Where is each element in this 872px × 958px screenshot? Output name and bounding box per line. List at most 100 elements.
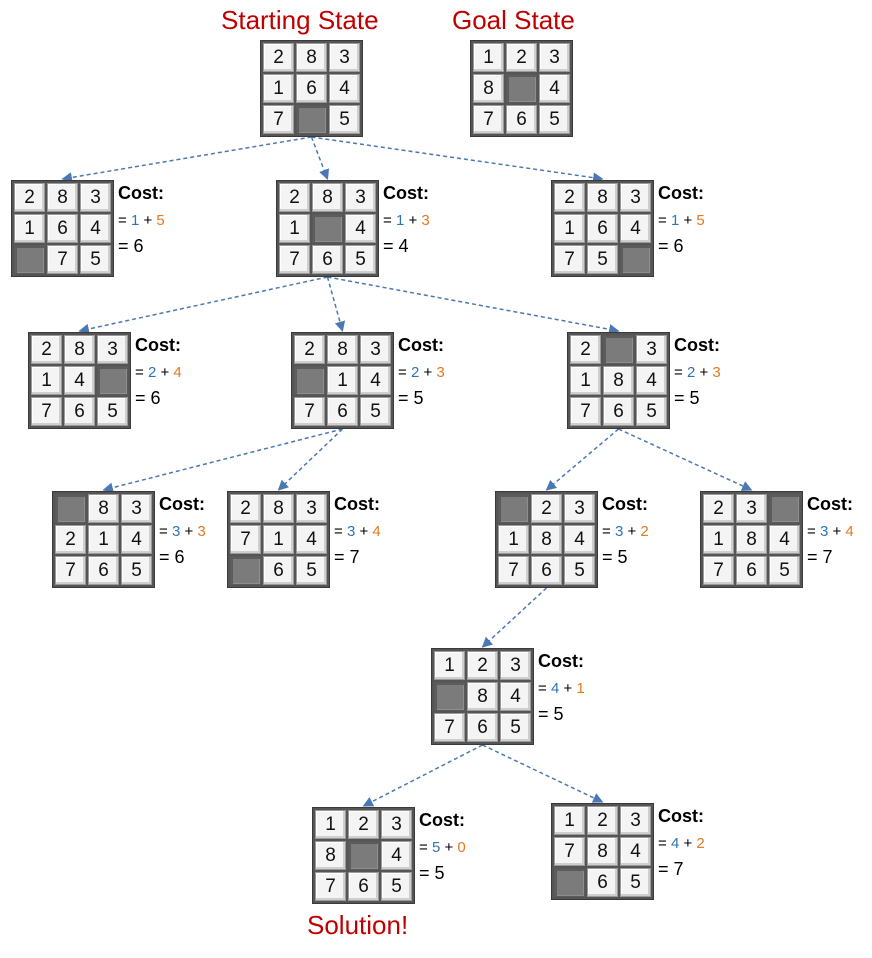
tile: 3 — [80, 183, 111, 212]
tile: 1 — [315, 810, 346, 839]
cost-expression: = 4 + 1 — [538, 680, 585, 697]
tile: 8 — [467, 682, 498, 711]
tile: 4 — [80, 214, 111, 243]
tile: 3 — [736, 494, 767, 523]
tile: 3 — [296, 494, 327, 523]
edge-n5-to-n7 — [102, 428, 343, 493]
h-cost: 3 — [712, 364, 721, 381]
cost-title: Cost: — [398, 335, 444, 355]
cost-label-n4: Cost:= 2 + 4= 6 — [135, 336, 182, 407]
g-cost: 4 — [550, 680, 560, 697]
cost-expression: = 2 + 4 — [135, 364, 182, 381]
cost-title: Cost: — [383, 183, 429, 203]
tile: 8 — [603, 366, 634, 395]
cost-label-n1: Cost: = 1 + 5 = 6 — [118, 184, 165, 255]
cost-title: Cost: — [674, 335, 720, 355]
tile: 1 — [434, 651, 465, 680]
goal-state-heading: Goal State — [452, 5, 575, 35]
cost-total: = 5 — [674, 388, 700, 408]
cost-label-n9: Cost:= 3 + 2= 5 — [602, 495, 649, 566]
tile: 5 — [636, 397, 667, 426]
tile: 6 — [467, 713, 498, 742]
cost-title: Cost: — [807, 494, 853, 514]
h-cost: 2 — [640, 523, 649, 540]
tile: 6 — [587, 214, 618, 243]
g-cost: 1 — [130, 212, 140, 229]
h-cost: 5 — [696, 212, 705, 229]
tile: 6 — [531, 556, 562, 585]
cost-total: = 6 — [118, 236, 144, 256]
g-cost: 3 — [346, 523, 356, 540]
tile: 2 — [263, 43, 294, 72]
tile: 7 — [315, 872, 346, 901]
tile: 1 — [570, 366, 601, 395]
edge-n2-to-n4 — [78, 276, 328, 335]
cost-total: = 7 — [807, 547, 833, 567]
cost-expression: = 2 + 3 — [674, 364, 721, 381]
tile: 6 — [88, 556, 119, 585]
tile: 3 — [636, 335, 667, 364]
tile: 7 — [55, 556, 86, 585]
tile: 1 — [327, 366, 358, 395]
tile: 8 — [736, 525, 767, 554]
blank-tile — [296, 105, 327, 134]
tile: 8 — [531, 525, 562, 554]
h-cost: 4 — [173, 364, 182, 381]
cost-title: Cost: — [658, 806, 704, 826]
tile: 7 — [434, 713, 465, 742]
cost-total: = 5 — [419, 863, 445, 883]
tile: 1 — [279, 214, 310, 243]
tile: 7 — [554, 837, 585, 866]
cost-label-n5: Cost:= 2 + 3= 5 — [398, 336, 445, 407]
tile: 7 — [570, 397, 601, 426]
tile: 4 — [539, 74, 570, 103]
tile: 3 — [620, 806, 651, 835]
blank-tile — [97, 366, 128, 395]
edge-n6-to-n9 — [545, 428, 619, 491]
f-cost: 5 — [617, 547, 628, 567]
tile: 7 — [498, 556, 529, 585]
tile: 5 — [500, 713, 531, 742]
cost-total: = 5 — [398, 388, 424, 408]
blank-tile — [620, 245, 651, 274]
cost-label-n11: Cost:= 4 + 1= 5 — [538, 652, 585, 723]
h-cost: 3 — [421, 212, 430, 229]
tile: 3 — [345, 183, 376, 212]
tile: 1 — [554, 806, 585, 835]
tile: 1 — [14, 214, 45, 243]
tile: 7 — [554, 245, 585, 274]
cost-label-n10: Cost:= 3 + 4= 7 — [807, 495, 854, 566]
tile: 3 — [97, 335, 128, 364]
tile: 1 — [31, 366, 62, 395]
tile: 7 — [31, 397, 62, 426]
solution-heading: Solution! — [307, 910, 409, 940]
tile: 1 — [263, 74, 294, 103]
tile: 2 — [14, 183, 45, 212]
blank-tile — [603, 335, 634, 364]
cost-title: Cost: — [118, 183, 164, 203]
f-cost: 7 — [673, 859, 684, 879]
tile: 8 — [473, 74, 504, 103]
tile: 6 — [296, 74, 327, 103]
edge-n11-to-n13 — [482, 744, 604, 803]
tile: 1 — [554, 214, 585, 243]
cost-expression: = 3 + 3 — [159, 523, 206, 540]
tile: 5 — [587, 245, 618, 274]
tile: 1 — [498, 525, 529, 554]
edge-start-to-n1 — [61, 136, 312, 183]
tile: 4 — [381, 841, 412, 870]
cost-title: Cost: — [602, 494, 648, 514]
g-cost: 3 — [171, 523, 181, 540]
tile: 1 — [88, 525, 119, 554]
blank-tile — [506, 74, 537, 103]
edge-start-to-n2 — [310, 136, 330, 180]
cost-expression: = 1 + 5 — [118, 212, 165, 229]
cost-label-n3: Cost:= 1 + 5= 6 — [658, 184, 705, 255]
